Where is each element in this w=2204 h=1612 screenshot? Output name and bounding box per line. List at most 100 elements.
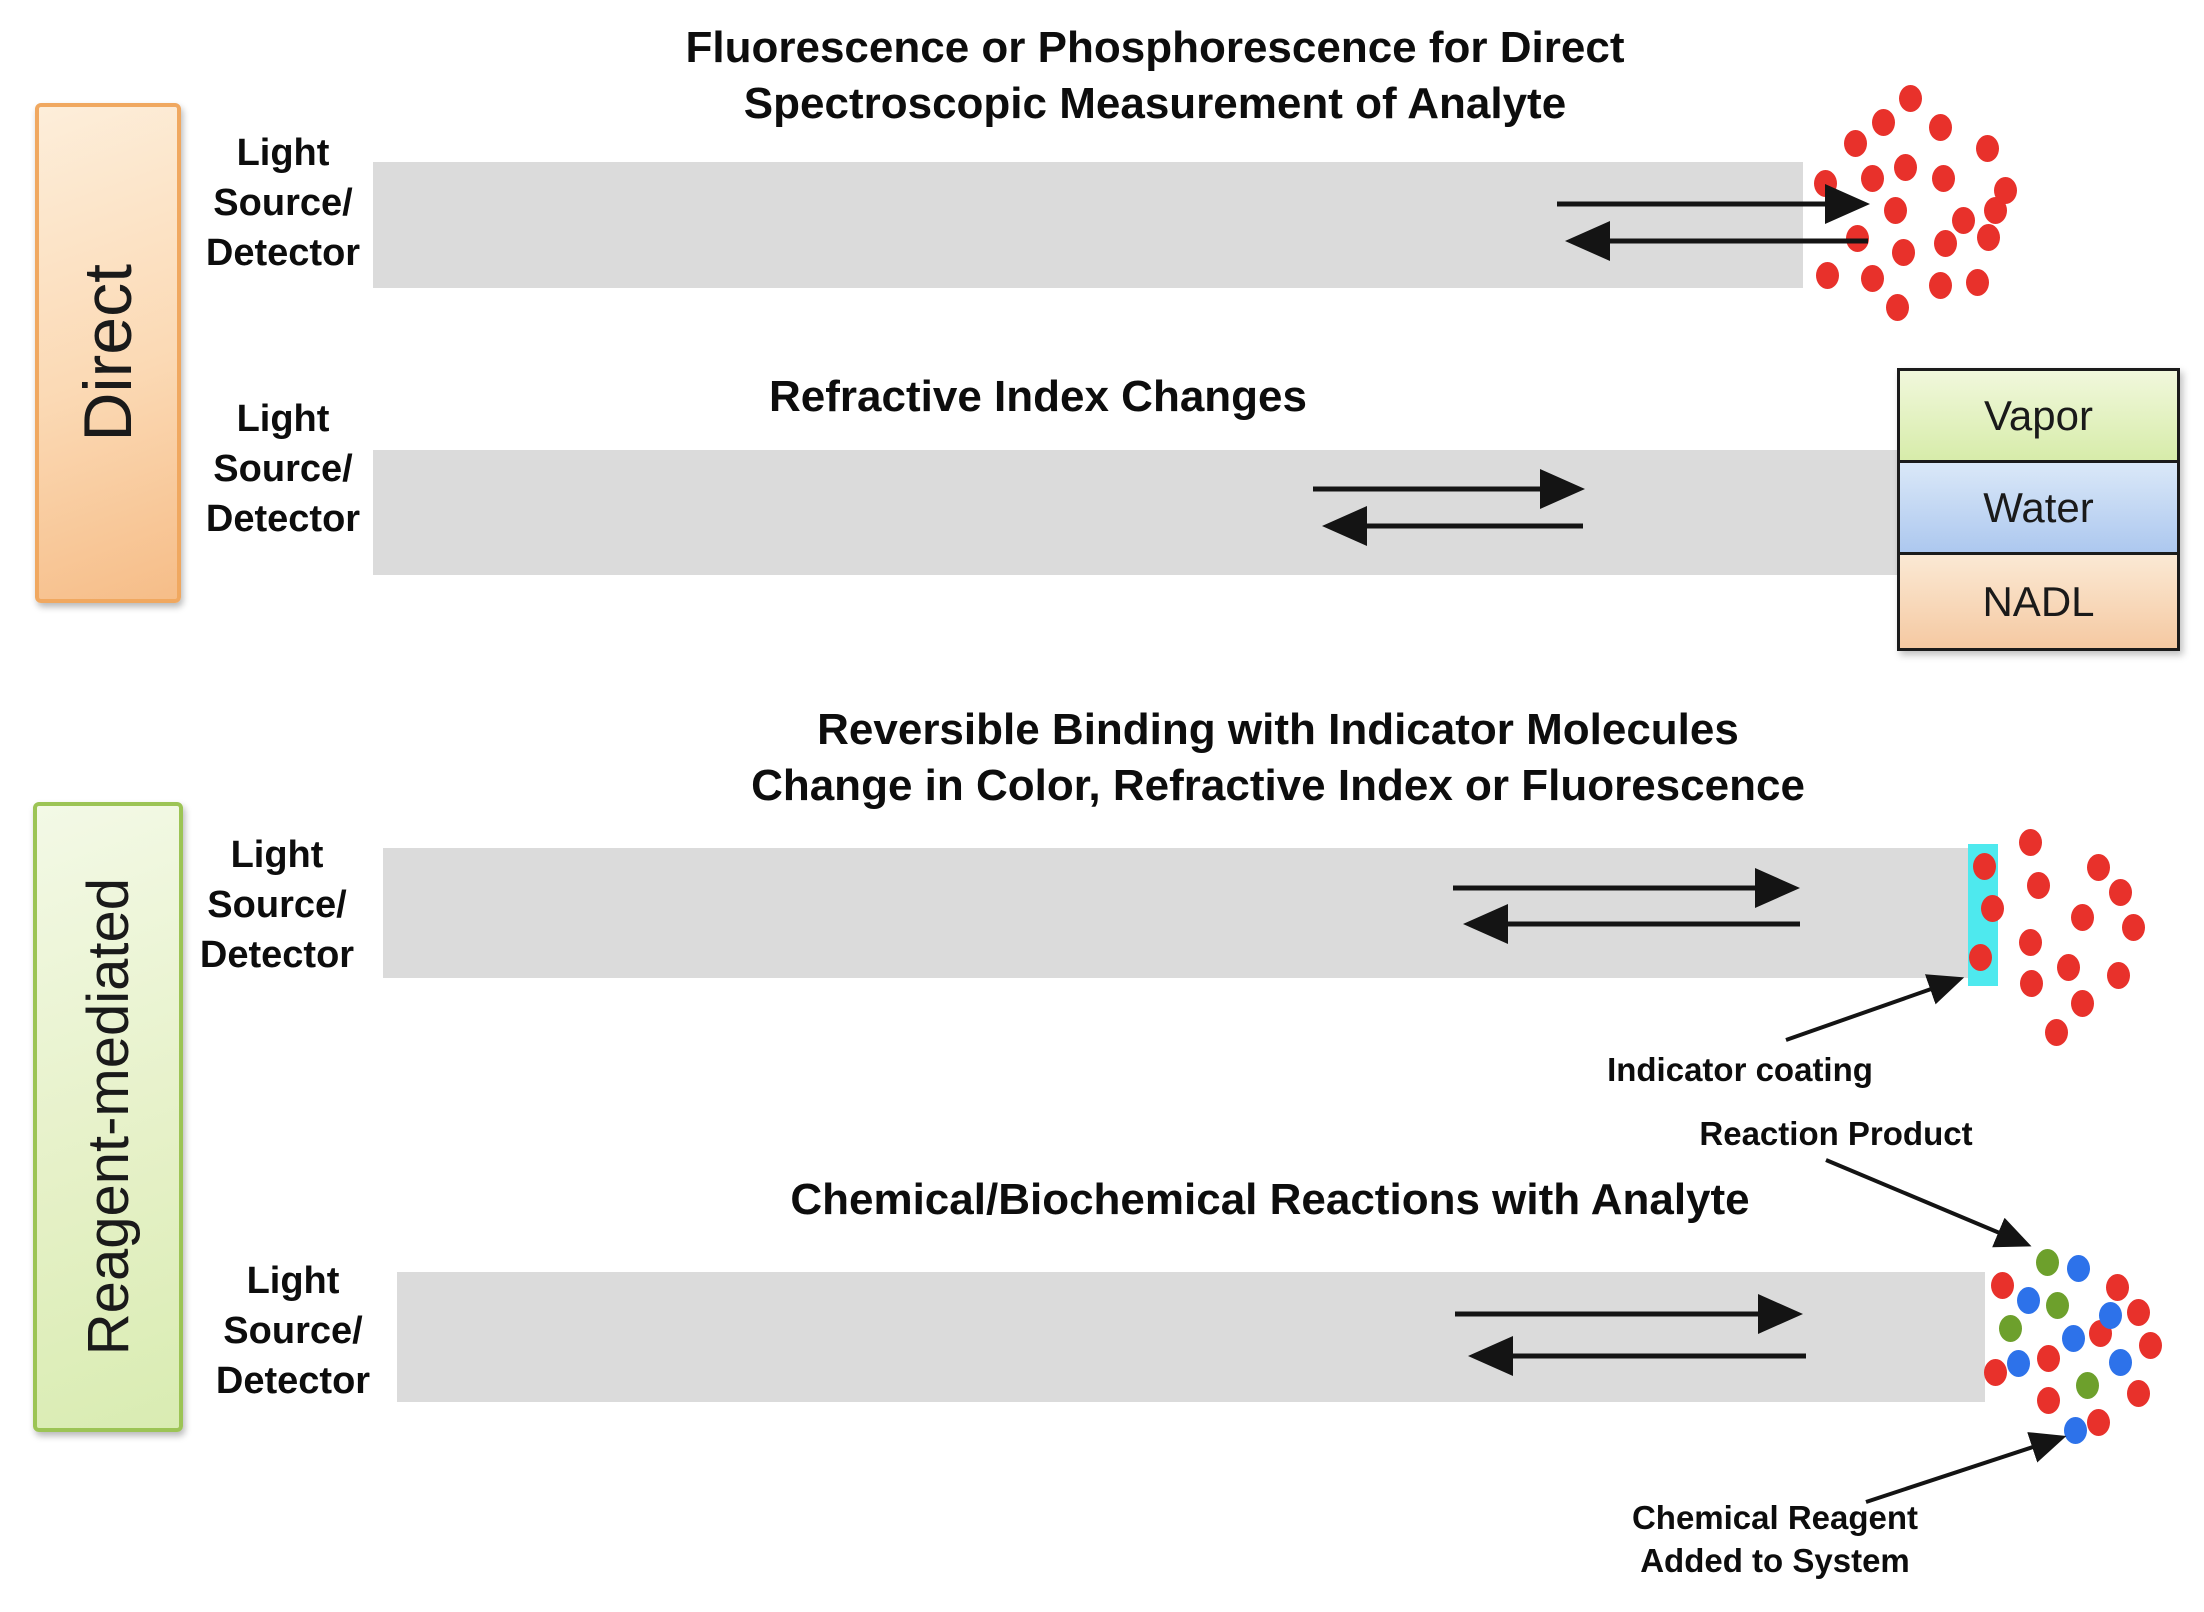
layer-nadl-label: NADL <box>1982 577 2095 625</box>
analyte-dot <box>1845 224 1869 252</box>
reagent-dot <box>2098 1301 2122 1329</box>
reagent-dot <box>2061 1324 2085 1352</box>
indicator-coating-text: Indicator coating <box>1607 1051 1873 1088</box>
analyte-dot <box>2106 961 2130 989</box>
reagent-dot <box>2066 1254 2090 1282</box>
light-source-label-2-line2: Source/ <box>213 448 353 490</box>
layer-vapor-label: Vapor <box>1984 391 2093 439</box>
analyte-dot <box>1891 238 1915 266</box>
analyte-dot <box>2105 1273 2129 1301</box>
analyte-dot <box>2121 913 2145 941</box>
analyte-dot <box>1928 271 1952 299</box>
title-fluorescence-line1: Fluorescence or Phosphorescence for Dire… <box>685 23 1625 72</box>
analyte-dot <box>1983 1358 2007 1386</box>
analyte-dot <box>1933 229 1957 257</box>
title-refractive: Refractive Index Changes <box>398 369 1678 425</box>
product-dot <box>2075 1371 2099 1399</box>
analyte-dot <box>2018 828 2042 856</box>
light-source-label-3-line3: Detector <box>199 934 355 976</box>
analyte-dot <box>2126 1298 2150 1326</box>
light-source-label-2-line3: Detector <box>205 498 361 540</box>
layer-nadl: NADL <box>1897 552 2180 651</box>
optical-fiber-refractive <box>373 450 1903 575</box>
title-chemical-line1: Chemical/Biochemical Reactions with Anal… <box>790 1175 1750 1224</box>
title-reversible-line2: Change in Color, Refractive Index or Flu… <box>751 761 1805 810</box>
chemical-reagent-text-line2: Added to System <box>1640 1542 1910 1579</box>
indicator-bound-dot <box>1968 943 1992 971</box>
analyte-dot <box>1990 1271 2014 1299</box>
analyte-dot <box>1993 176 2017 204</box>
analyte-dot <box>1931 164 1955 192</box>
title-chemical-reactions: Chemical/Biochemical Reactions with Anal… <box>470 1172 2070 1228</box>
title-refractive-line1: Refractive Index Changes <box>769 372 1307 421</box>
light-source-label-4-line2: Source/ <box>223 1310 363 1352</box>
sample-layers-stack: Vapor Water NADL <box>1897 368 2180 651</box>
analyte-dot <box>2019 969 2043 997</box>
product-dot <box>2045 1291 2069 1319</box>
light-source-label-4-line3: Detector <box>215 1360 371 1402</box>
optical-fiber-fluorescence <box>373 162 1803 288</box>
reagent-dot <box>2006 1349 2030 1377</box>
indicator-bound-dot <box>1972 852 1996 880</box>
analyte-dot <box>1976 223 2000 251</box>
analyte-dot <box>1965 268 1989 296</box>
analyte-dot <box>1975 134 1999 162</box>
analyte-dot <box>2126 1379 2150 1407</box>
optical-fiber-reversible <box>383 848 1970 978</box>
reagent-dot <box>2016 1286 2040 1314</box>
layer-vapor: Vapor <box>1897 368 2180 463</box>
light-source-label-1-line2: Source/ <box>213 182 353 224</box>
product-dot <box>1998 1314 2022 1342</box>
analyte-dot <box>2036 1386 2060 1414</box>
chemical-reagent-annotation: Chemical Reagent Added to System <box>1590 1496 1960 1582</box>
analyte-dot <box>2070 989 2094 1017</box>
analyte-dot <box>1898 84 1922 112</box>
analyte-dot <box>2086 853 2110 881</box>
analyte-dot <box>1860 164 1884 192</box>
analyte-dot <box>1813 169 1837 197</box>
analyte-dot <box>1860 264 1884 292</box>
chemical-reagent-text-line1: Chemical Reagent <box>1631 1499 1919 1536</box>
light-source-label-1-line3: Detector <box>205 232 361 274</box>
indicator-bound-dot <box>1980 894 2004 922</box>
analyte-dot <box>1843 129 1867 157</box>
title-reversible-line1: Reversible Binding with Indicator Molecu… <box>817 705 1739 754</box>
analyte-dot <box>2086 1408 2110 1436</box>
analyte-dot <box>2056 953 2080 981</box>
analyte-dot <box>2044 1018 2068 1046</box>
analyte-dot <box>2070 903 2094 931</box>
analyte-dot <box>1951 206 1975 234</box>
light-source-label-3: Light Source/ Detector <box>162 830 392 980</box>
analyte-dot <box>1871 108 1895 136</box>
light-source-label-2-line1: Light <box>236 398 330 440</box>
layer-water: Water <box>1897 460 2180 555</box>
light-source-label-3-line1: Light <box>230 834 324 876</box>
analyte-dot <box>1885 293 1909 321</box>
light-source-label-4: Light Source/ Detector <box>178 1256 408 1406</box>
analyte-dot <box>1883 196 1907 224</box>
product-dot <box>2035 1248 2059 1276</box>
analyte-dot <box>2138 1331 2162 1359</box>
analyte-dot <box>1893 153 1917 181</box>
direct-category-box: Direct <box>35 103 181 603</box>
analyte-dot <box>1815 261 1839 289</box>
indicator-coating-annotation: Indicator coating <box>1570 1048 1910 1091</box>
reaction-product-annotation: Reaction Product <box>1656 1112 2016 1155</box>
analyte-dot <box>1928 113 1952 141</box>
reagent-dot <box>2108 1348 2132 1376</box>
analyte-dot <box>2108 878 2132 906</box>
analyte-dot <box>2026 871 2050 899</box>
light-source-label-3-line2: Source/ <box>207 884 347 926</box>
reagent-dot <box>2063 1416 2087 1444</box>
analyte-dot <box>2018 928 2042 956</box>
title-reversible-binding: Reversible Binding with Indicator Molecu… <box>478 702 2078 814</box>
reagent-mediated-category-box: Reagent-mediated <box>33 802 183 1432</box>
reaction-product-text: Reaction Product <box>1699 1115 1973 1152</box>
light-source-label-1-line1: Light <box>236 132 330 174</box>
analyte-dot <box>2036 1344 2060 1372</box>
light-source-label-1: Light Source/ Detector <box>168 128 398 278</box>
optical-fiber-chemical <box>397 1272 1985 1402</box>
light-source-label-4-line1: Light <box>246 1260 340 1302</box>
